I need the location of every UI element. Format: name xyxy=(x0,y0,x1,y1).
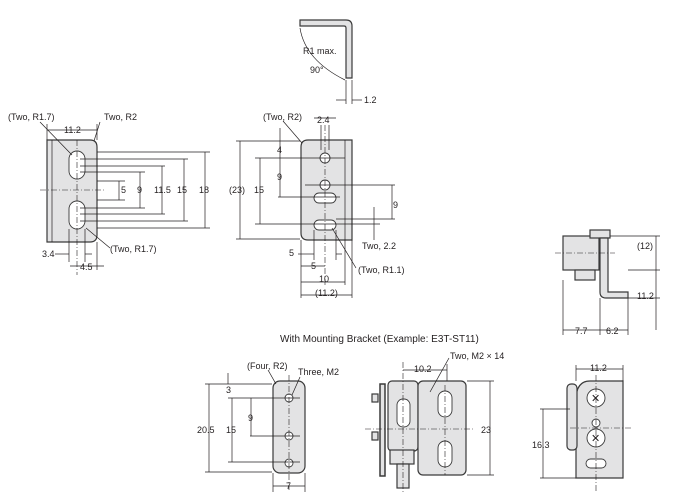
dim-11-5-label: 11.5 xyxy=(154,185,171,195)
angle-label: 90° xyxy=(310,65,324,75)
dim-15-label: 15 xyxy=(226,425,236,435)
dim-15-label: 15 xyxy=(254,185,264,195)
dim-11-2-label: 11.2 xyxy=(637,291,654,301)
dim-9-label: 9 xyxy=(137,185,142,195)
four-r2-label: (Four, R2) xyxy=(247,361,288,371)
two-r17-bottom-label: (Two, R1.7) xyxy=(110,244,157,254)
dim-10-label: 10 xyxy=(319,274,329,284)
dim-9-label: 9 xyxy=(248,413,253,423)
dim-12-label: (12) xyxy=(637,241,653,251)
thickness-label: 1.2 xyxy=(364,95,377,105)
bracket-side-view: 10.2 Two, M2 × 14 23 xyxy=(365,351,504,492)
side-view-bracket: (12) 11.2 7.7 6.2 xyxy=(555,229,660,336)
top-view-bracket: R1 max. 90° 1.2 xyxy=(299,19,377,105)
dim-15-label: 15 xyxy=(177,185,187,195)
dim-10-2-label: 10.2 xyxy=(414,364,432,374)
two-r2-label: (Two, R2) xyxy=(263,112,302,122)
dim-11-2-label: 11.2 xyxy=(590,363,607,373)
dim-3-label: 3 xyxy=(226,385,231,395)
dim-16-3-label: 16.3 xyxy=(532,440,550,450)
dim-23-label: (23) xyxy=(229,185,245,195)
dim-18-label: 18 xyxy=(199,185,209,195)
dim-9a-label: 9 xyxy=(277,172,282,182)
two-2-2-label: Two, 2.2 xyxy=(362,241,396,251)
two-r17-top-label: (Two, R1.7) xyxy=(8,112,55,122)
center-view-bracket: (Two, R2) 2.4 4 9 (23) 15 9 Two, 2.2 5 5… xyxy=(229,112,405,298)
dim-3-4-label: 3.4 xyxy=(42,249,55,259)
dim-6-2-label: 6.2 xyxy=(606,326,619,336)
two-r1-1-label: (Two, R1.1) xyxy=(358,265,405,275)
dim-5b-label: 5 xyxy=(311,261,316,271)
dim-4-5-label: 4.5 xyxy=(80,262,93,272)
dim-23-label: 23 xyxy=(481,425,491,435)
screw-cross-icon: ✕ xyxy=(591,393,600,405)
left-view-bracket: (Two, R1.7) Two, R2 11.2 5 9 11.5 15 18 … xyxy=(8,112,210,275)
screw-cross-icon: ✕ xyxy=(591,433,600,445)
dim-7-label: 7 xyxy=(286,481,291,491)
dim-7-7-label: 7.7 xyxy=(575,326,588,336)
dim-9b-label: 9 xyxy=(393,200,398,210)
section-title: With Mounting Bracket (Example: E3T-ST11… xyxy=(280,334,479,345)
dim-20-5-label: 20.5 xyxy=(197,425,215,435)
dim-5a-label: 5 xyxy=(289,248,294,258)
width-11-2-label: 11.2 xyxy=(64,125,81,135)
bracket-rear-view: ✕ ✕ 11.2 16.3 xyxy=(532,363,633,492)
dim-2-4-label: 2.4 xyxy=(317,115,330,125)
r1-max-label: R1 max. xyxy=(303,46,337,56)
two-r2-label: Two, R2 xyxy=(104,112,137,122)
dim-11-2-label: (11.2) xyxy=(315,288,338,298)
three-m2-label: Three, M2 xyxy=(298,367,339,377)
screws-label: Two, M2 × 14 xyxy=(450,351,504,361)
dim-4-label: 4 xyxy=(277,145,282,155)
bracket-front-view: (Four, R2) Three, M2 3 9 20.5 15 7 xyxy=(197,361,339,492)
dim-5-label: 5 xyxy=(121,185,126,195)
